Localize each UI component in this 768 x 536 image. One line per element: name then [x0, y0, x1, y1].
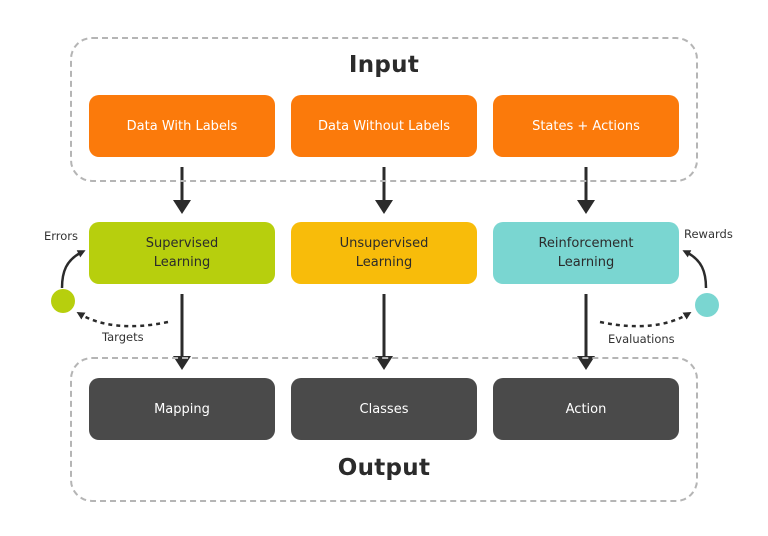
errors-arrow	[60, 250, 86, 289]
output-box-action: Action	[493, 378, 679, 440]
unsupervised-learning-box: Unsupervised Learning	[291, 222, 477, 284]
input-title: Input	[348, 52, 420, 78]
output-box-label: Mapping	[154, 401, 210, 417]
unsupervised-learning-label: Unsupervised Learning	[339, 236, 429, 270]
evaluations-arrow	[599, 311, 692, 328]
supervised-learning-box: Supervised Learning	[89, 222, 275, 284]
supervised-learning-label: Supervised Learning	[145, 236, 219, 270]
arrowhead-reinforcement-in	[577, 200, 595, 214]
arrowhead-supervised-out	[173, 356, 191, 370]
rewards-label: Rewards	[684, 227, 733, 241]
output-box-mapping: Mapping	[89, 378, 275, 440]
reinforcement-feedback-loop	[599, 250, 708, 328]
output-box-label: Action	[565, 401, 607, 417]
errors-label: Errors	[44, 229, 79, 243]
arrowhead-unsupervised-out	[375, 356, 393, 370]
input-box-data-with-labels: Data With Labels	[89, 95, 275, 157]
supervised-feedback-dot	[51, 289, 75, 313]
input-box-label: States + Actions	[532, 118, 640, 134]
supervised-feedback-loop	[60, 250, 169, 328]
output-title: Output	[337, 455, 431, 481]
targets-arrow	[76, 311, 169, 328]
output-box-classes: Classes	[291, 378, 477, 440]
learning-to-output-arrows	[173, 294, 595, 370]
arrowhead-reinforcement-out	[577, 356, 595, 370]
input-box-label: Data With Labels	[126, 118, 238, 134]
evaluations-label: Evaluations	[608, 332, 675, 346]
reinforcement-learning-label: Reinforcement Learning	[538, 236, 634, 270]
arrowhead-supervised-in	[173, 200, 191, 214]
output-group	[70, 357, 698, 502]
input-box-states-actions: States + Actions	[493, 95, 679, 157]
targets-label: Targets	[102, 330, 144, 344]
rewards-arrow	[682, 250, 708, 289]
input-box-data-without-labels: Data Without Labels	[291, 95, 477, 157]
input-group	[70, 37, 698, 182]
reinforcement-feedback-dot	[695, 293, 719, 317]
input-box-label: Data Without Labels	[318, 118, 450, 134]
reinforcement-learning-box: Reinforcement Learning	[493, 222, 679, 284]
input-to-learning-arrows	[173, 167, 595, 214]
output-box-label: Classes	[359, 401, 409, 417]
arrowhead-unsupervised-in	[375, 200, 393, 214]
